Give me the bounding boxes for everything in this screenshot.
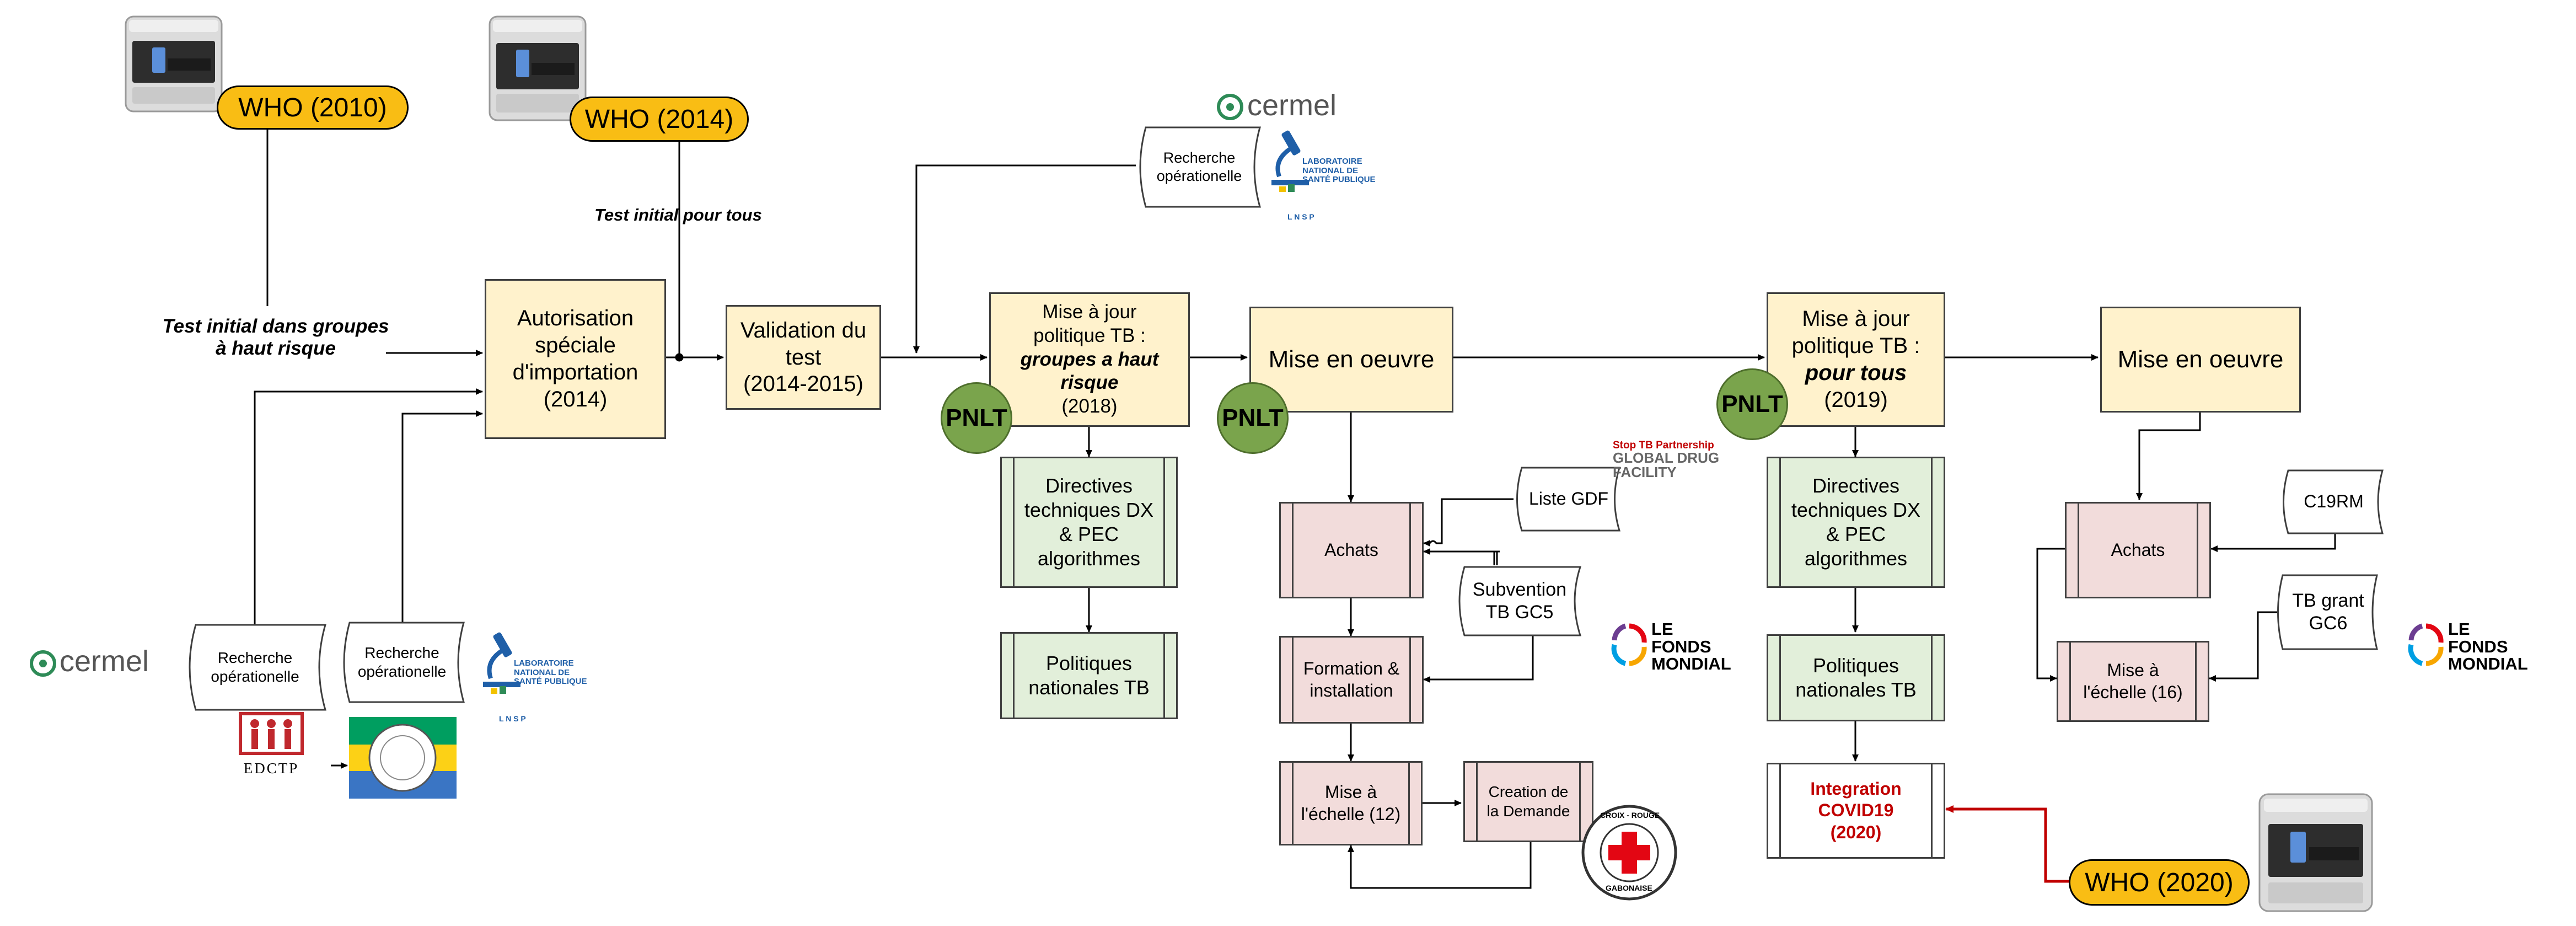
connector-recherche-top [913,164,1136,354]
connector-listegdf-achats1 [1423,498,1514,547]
box-integration-covid19: Integration COVID19 (2020) [1767,763,1945,859]
pnlt-badge-mise-oeuvre: PNLT [1217,382,1289,454]
connector-subvention-achats1-b [1423,548,1498,565]
box-directives-techniques-2: Directives techniques DX & PEC algorithm… [1767,457,1945,588]
tape-shape-subvention [1458,566,1582,636]
fonds-mondial-logo-icon [2408,623,2444,666]
tape-subvention: Subvention TB GC5 [1472,579,1567,623]
fonds-mondial-logo-2: LE FONDS MONDIAL [2448,619,2528,674]
connector-recherche2 [401,410,483,626]
fonds-mondial-logo-icon [1611,623,1647,666]
pnlt-badge-2019: PNLT [1716,368,1788,440]
lnsp-logo-top: LABORATOIRE NATIONAL DE SANTÉ PUBLIQUE [1302,157,1376,184]
box-validation-test: Validation du test (2014-2015) [726,305,881,410]
box-mise-a-echelle-12: Mise à l'échelle (12) [1279,761,1423,845]
fonds-mondial-logo-1: LE FONDS MONDIAL [1651,619,1731,674]
label-test-initial-groupes: Test initial dans groupes à haut risque [162,315,389,359]
who-2014-badge: WHO (2014) [570,97,749,142]
who-2010-badge: WHO (2010) [217,85,409,130]
tape-liste-gdf: Liste GDF [1528,489,1609,509]
cermel-logo-icon [1217,94,1243,120]
connector-who2020-integration [1945,805,2073,883]
connector-tbgrant-echelle16 [2209,611,2285,682]
box-politiques-nationales-1: Politiques nationales TB [1000,632,1178,719]
tape-tb-grant: TB grant GC6 [2292,590,2364,634]
box-creation-demande: Creation de la Demande [1463,761,1593,842]
microscope-icon [1271,130,1309,192]
genexpert-machine-icon [2258,793,2373,912]
box-mise-a-jour-2018: Mise à jour politique TB : groupes a hau… [989,292,1190,427]
gabon-flag-emblem-icon [349,717,457,799]
box-achats-2: Achats [2065,502,2211,598]
global-drug-facility-logo: Stop TB Partnership GLOBAL DRUG FACILITY [1613,440,1720,480]
box-achats-1: Achats [1279,502,1424,598]
tape-shape-recherche-left1 [189,624,326,711]
cermel-logo-top: cermel [1247,89,1337,122]
box-mise-en-oeuvre-2: Mise en oeuvre [2100,307,2301,413]
tape-c19rm: C19RM [2304,491,2364,512]
genexpert-machine-icon [125,15,223,113]
tape-shape-tb-grant [2277,574,2378,650]
croix-rouge-top-text: CROIX - ROUGE [1600,811,1660,820]
box-directives-techniques-1: Directives techniques DX & PEC algorithm… [1000,457,1178,588]
box-politiques-nationales-2: Politiques nationales TB [1767,634,1945,721]
tape-recherche-left2: Recherche opérationelle [357,644,447,680]
tape-recherche-top: Recherche opérationelle [1156,149,1242,184]
microscope-icon [483,632,520,694]
tape-shape-recherche-top [1139,126,1261,208]
cermel-logo-icon [30,650,56,677]
edctp-logo-text: EDCTP [243,760,299,777]
connector-recherche1 [254,388,483,626]
tape-shape-c19rm [2283,469,2384,534]
connector-creation-echelle12 [1348,842,1532,889]
edctp-logo-icon [239,712,304,755]
label-test-initial-pour-tous: Test initial pour tous [594,205,762,224]
box-mise-a-echelle-16: Mise à l'échelle (16) [2057,641,2209,722]
who-2020-badge: WHO (2020) [2069,859,2250,906]
box-autorisation-speciale: Autorisation spéciale d'importation (201… [485,279,666,439]
connector-mise2-achats2 [2136,413,2201,500]
croix-rouge-logo-icon [1581,805,1677,901]
box-mise-a-jour-2019: Mise à jour politique TB : pour tous (20… [1767,292,1945,427]
box-formation-installation: Formation & installation [1279,636,1424,724]
lnsp-logo-left: LABORATOIRE NATIONAL DE SANTÉ PUBLIQUE [514,659,587,686]
cermel-logo-left: cermel [60,645,149,678]
pnlt-badge-2018: PNLT [941,382,1012,454]
lnsp-logo-top-abbr: L N S P [1287,212,1314,221]
tape-shape-liste-gdf [1516,467,1621,532]
tape-recherche-left1: Recherche opérationelle [211,649,299,685]
genexpert-machine-icon [489,15,587,121]
box-mise-en-oeuvre-1: Mise en oeuvre [1249,307,1453,413]
tape-shape-recherche-left2 [343,622,465,703]
lnsp-logo-left-abbr: L N S P [499,714,526,723]
croix-rouge-bottom-text: GABONAISE [1606,884,1652,892]
connector-subvention-formation [1423,634,1534,683]
connector-subvention-achats1 [1434,550,1495,565]
connector-achats2-echelle16 [2036,548,2065,682]
